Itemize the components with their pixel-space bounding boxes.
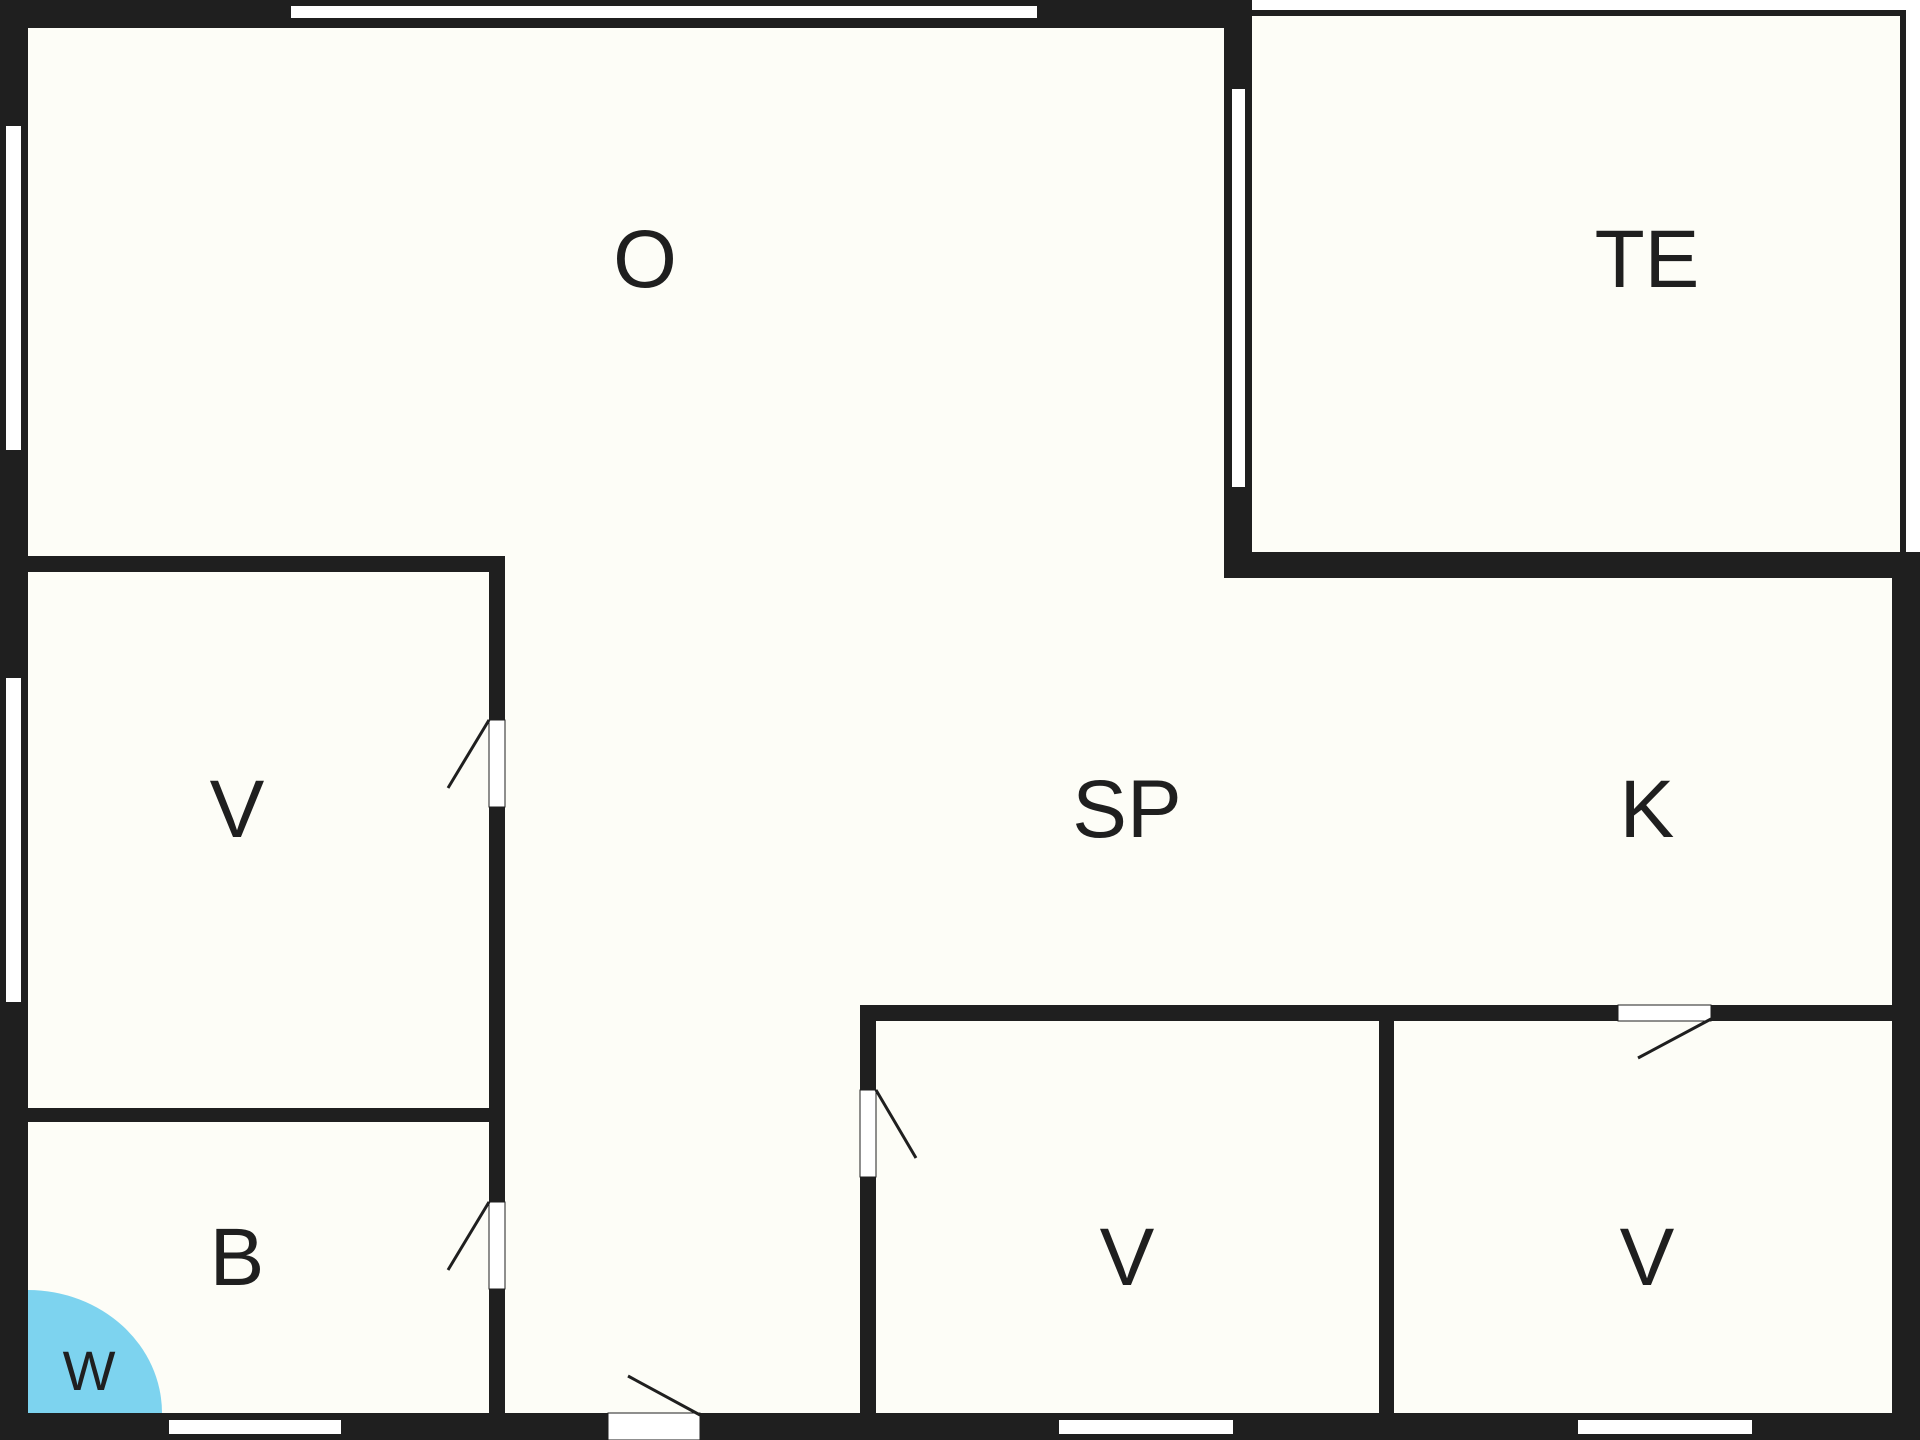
room-label-v-left: V [210, 764, 265, 855]
terrace-outline-right [1900, 10, 1906, 555]
door-leaf-bath [446, 1201, 491, 1271]
door-opening-bath [488, 1201, 506, 1290]
window-bottom-middle [1057, 1418, 1235, 1436]
door-opening-bedroom-left [488, 719, 506, 808]
window-top [289, 4, 1039, 20]
door-leaf-bedroom-middle [874, 1089, 918, 1159]
wall-bedroom-bath [14, 1108, 504, 1122]
room-label-sp: SP [1072, 764, 1181, 855]
door-opening-bedroom-middle [859, 1089, 877, 1178]
room-label-o: O [613, 214, 677, 305]
window-living-terrace [1230, 87, 1247, 489]
door-opening-entrance [607, 1412, 701, 1440]
window-bottom-bath [167, 1418, 343, 1436]
wall-lower-rooms-left [860, 1005, 876, 1425]
floor-terrace [1249, 14, 1904, 564]
wall-terrace-bottom [1224, 552, 1920, 578]
room-label-b: B [210, 1212, 265, 1303]
wall-left-rooms-right [489, 556, 505, 1426]
window-bottom-right [1576, 1418, 1754, 1436]
room-label-v-bottom-middle: V [1100, 1212, 1155, 1303]
door-leaves [446, 719, 1712, 1417]
door-leaf-entrance [627, 1374, 701, 1417]
window-left-lower [4, 676, 23, 1004]
room-labels: O TE V SP K B V V W [63, 214, 1700, 1402]
door-leaf-bedroom-left [446, 719, 491, 789]
wall-right-lower [1892, 555, 1920, 1440]
floor-main [14, 14, 1249, 1422]
window-left-upper [4, 124, 23, 452]
door-opening-bedroom-right [1617, 1004, 1712, 1022]
room-label-te: TE [1595, 214, 1700, 305]
terrace-outline-top [1250, 10, 1906, 16]
windows [4, 4, 1754, 1436]
floor-east [1249, 564, 1904, 1422]
room-label-k: K [1620, 764, 1675, 855]
door-openings [488, 719, 1712, 1440]
wall-lower-rooms-divider [1379, 1013, 1394, 1425]
wc-fixture-label: W [63, 1339, 116, 1402]
door-leaf-bedroom-right [1637, 1017, 1712, 1060]
wc-fixture [28, 1290, 162, 1413]
wall-left-rooms-top [14, 556, 504, 572]
room-label-v-bottom-right: V [1620, 1212, 1675, 1303]
